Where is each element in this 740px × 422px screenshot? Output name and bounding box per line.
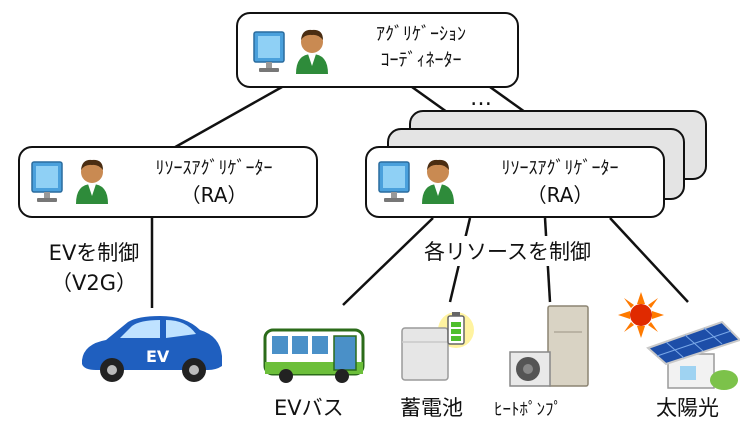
coordinator-label-line2: ｺｰﾃﾞｨﾈｰﾀｰ [380,50,462,71]
person-icon [296,29,328,74]
ev-car-badge: EV [146,347,170,366]
ra-right-label-line1: ﾘｿｰｽｱｸﾞﾘｹﾞｰﾀｰ [501,158,619,179]
person-icon [422,159,454,204]
ra-right-label-line2: （RA） [526,183,594,207]
monitor-icon [378,161,410,202]
ra-right-label: ﾘｿｰｽｱｸﾞﾘｹﾞｰﾀｰ （RA） [462,156,658,208]
ev-control-line1: EVを制御 [48,241,140,265]
ra-left-label-line2: （RA） [180,183,248,207]
resource-label-solar: 太陽光 [656,396,719,420]
link-ra-right-to-solar [609,217,689,303]
resource-aggregator-right-box [365,146,665,218]
solar-panel-icon [646,320,740,390]
resource-label-storage-battery: 蓄電池 [400,396,463,420]
heat-pump-icon [509,305,589,387]
ev-car-icon: EV [82,316,222,382]
monitor-icon [253,31,285,72]
ev-control-line2: （V2G） [51,271,137,295]
resource-aggregator-left-box [18,146,318,218]
link-ra-right-to-bus [342,217,434,306]
storage-battery-icon [401,312,474,381]
link-coordinator-to-ra-stack [489,85,526,114]
resource-label-heat-pump: ﾋｰﾄﾎﾟﾝﾌﾟ [494,400,562,420]
more-aggregators-ellipsis: … [470,86,493,111]
bus-icon [263,328,365,383]
resource-label-ev-bus: EVバス [274,396,344,420]
monitor-icon [31,161,63,202]
ra-left-label-line1: ﾘｿｰｽｱｸﾞﾘｹﾞｰﾀｰ [155,158,273,179]
ev-control-caption: EVを制御 （V2G） [34,238,154,298]
coordinator-label-line1: ｱｸﾞﾘｹﾞｰｼｮﾝ [376,24,466,45]
sun-icon [618,292,664,338]
coordinator-label: ｱｸﾞﾘｹﾞｰｼｮﾝ ｺｰﾃﾞｨﾈｰﾀｰ [336,22,506,74]
ra-left-label: ﾘｿｰｽｱｸﾞﾘｹﾞｰﾀｰ （RA） [116,156,312,208]
link-coordinator-to-ra-left [169,85,283,152]
each-resource-control-caption: 各リソースを制御 [420,236,595,266]
person-icon [76,159,108,204]
